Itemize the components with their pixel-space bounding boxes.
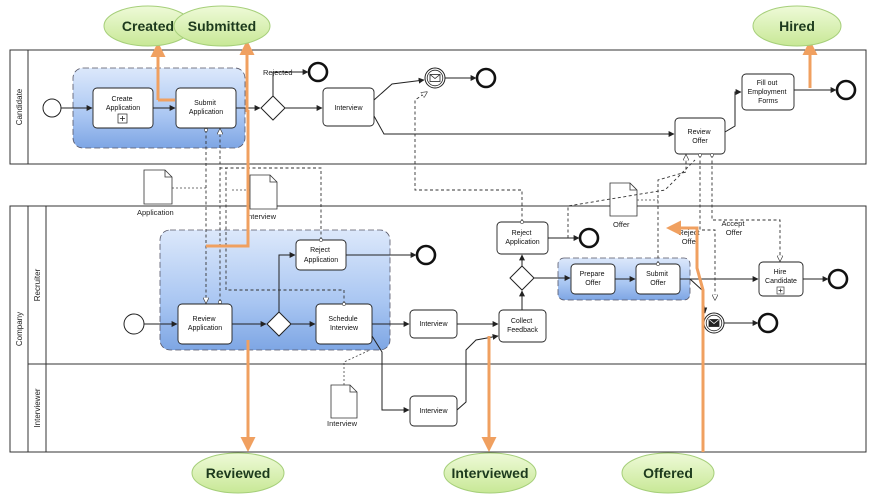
envelope-icon	[429, 74, 441, 82]
state-submitted: Submitted	[173, 5, 271, 47]
svg-text:Reviewed: Reviewed	[206, 465, 271, 481]
submit-offer-task[interactable]: Submit Offer	[635, 263, 681, 295]
envelope-icon	[708, 319, 720, 327]
offer-data-object: Offer	[609, 182, 638, 229]
reject-application-top-task[interactable]: Reject Application	[295, 239, 347, 271]
message-throw-event-offer[interactable]	[703, 312, 725, 334]
candidate-interview-end-event[interactable]	[475, 67, 497, 89]
review-application-task[interactable]: Review Application	[177, 303, 233, 345]
create-application-task[interactable]: Create Application	[92, 87, 154, 129]
message-flows	[206, 92, 780, 306]
candidate-start-event[interactable]	[42, 98, 62, 118]
svg-text:Interview: Interview	[334, 105, 363, 112]
review-offer-task[interactable]: Review Offer	[674, 117, 726, 155]
svg-text:Review Application: Review Application	[188, 316, 222, 332]
state-transition-arrows	[150, 40, 818, 452]
submit-application-candidate-task[interactable]: Submit Application	[175, 87, 237, 129]
recruiter-gateway[interactable]	[266, 311, 292, 337]
company-pool-label: Company	[15, 312, 24, 346]
svg-text:Created: Created	[122, 18, 174, 34]
state-offered: Offered	[621, 452, 715, 494]
interviewer-lane-label: Interviewer	[33, 388, 42, 427]
fill-out-employment-forms-task[interactable]: Fill out Employment Forms	[741, 73, 795, 111]
recruiter-lane-label: Recruiter	[33, 268, 42, 301]
state-hired: Hired	[752, 5, 842, 47]
interview-candidate-task[interactable]: Interview	[322, 87, 375, 127]
recruiter-sequence-flows	[144, 235, 829, 413]
svg-text:Submitted: Submitted	[188, 18, 256, 34]
candidate-sequence-flows	[61, 69, 837, 137]
hired-end-event[interactable]	[835, 79, 857, 101]
interview-data-object-top: Interview	[246, 174, 278, 221]
state-interviewed: Interviewed	[443, 452, 537, 494]
candidate-gateway[interactable]	[260, 95, 286, 121]
svg-text:Interview: Interview	[419, 321, 448, 328]
svg-text:Interview: Interview	[327, 419, 358, 428]
svg-text:Collect Feedback: Collect Feedback	[507, 318, 538, 334]
svg-text:Submit Offer: Submit Offer	[646, 271, 670, 287]
schedule-interview-task[interactable]: Schedule Interview	[315, 303, 373, 345]
reject-offer-label: Reject Offer	[678, 228, 701, 246]
svg-text:Fill out Employment: Fill out Employment Forms	[748, 80, 789, 105]
rejected-end-event[interactable]	[307, 61, 329, 83]
prepare-offer-task[interactable]: Prepare Offer	[570, 263, 616, 295]
svg-text:Hired: Hired	[779, 18, 815, 34]
hire-end-event[interactable]	[827, 268, 849, 290]
reject-top-end-event[interactable]	[415, 244, 437, 266]
svg-text:Prepare Offer: Prepare Offer	[580, 271, 607, 287]
svg-text:Reject Application: Reject Application	[505, 230, 539, 246]
interview-recruiter-task[interactable]: Interview	[409, 309, 458, 339]
reject-application-mid-task[interactable]: Reject Application	[496, 221, 549, 255]
application-data-object: Application	[137, 169, 174, 217]
state-reviewed: Reviewed	[191, 452, 285, 494]
svg-text:Interviewed: Interviewed	[451, 465, 528, 481]
interview-interviewer-task[interactable]: Interview	[409, 395, 458, 427]
svg-text:Schedule Interview: Schedule Interview	[328, 316, 359, 332]
svg-text:Create Application: Create Application	[106, 96, 140, 112]
svg-text:Interview: Interview	[246, 212, 277, 221]
reject-mid-end-event[interactable]	[578, 227, 600, 249]
svg-text:Interview: Interview	[419, 408, 448, 415]
svg-text:Offered: Offered	[643, 465, 693, 481]
state-created: Created	[103, 5, 193, 47]
svg-text:Submit Application: Submit Application	[189, 100, 223, 116]
interview-data-object-bottom: Interview	[327, 384, 358, 428]
candidate-pool-label: Candidate	[15, 88, 24, 125]
svg-text:Reject Application: Reject Application	[304, 247, 338, 264]
hire-candidate-task[interactable]: Hire Candidate	[758, 261, 804, 297]
svg-text:Application: Application	[137, 208, 174, 217]
associations	[172, 187, 658, 385]
accept-offer-label: Accept Offer	[721, 219, 746, 237]
svg-text:Review Offer: Review Offer	[688, 129, 713, 145]
offer-message-end-event[interactable]	[757, 312, 779, 334]
collect-feedback-task[interactable]: Collect Feedback	[498, 309, 547, 343]
recruiter-start-event[interactable]	[123, 313, 145, 335]
svg-text:Offer: Offer	[613, 220, 630, 229]
svg-text:Hire Candidate: Hire Candidate	[765, 269, 797, 285]
feedback-gateway[interactable]	[509, 265, 535, 291]
message-catch-event-top[interactable]	[424, 67, 446, 89]
